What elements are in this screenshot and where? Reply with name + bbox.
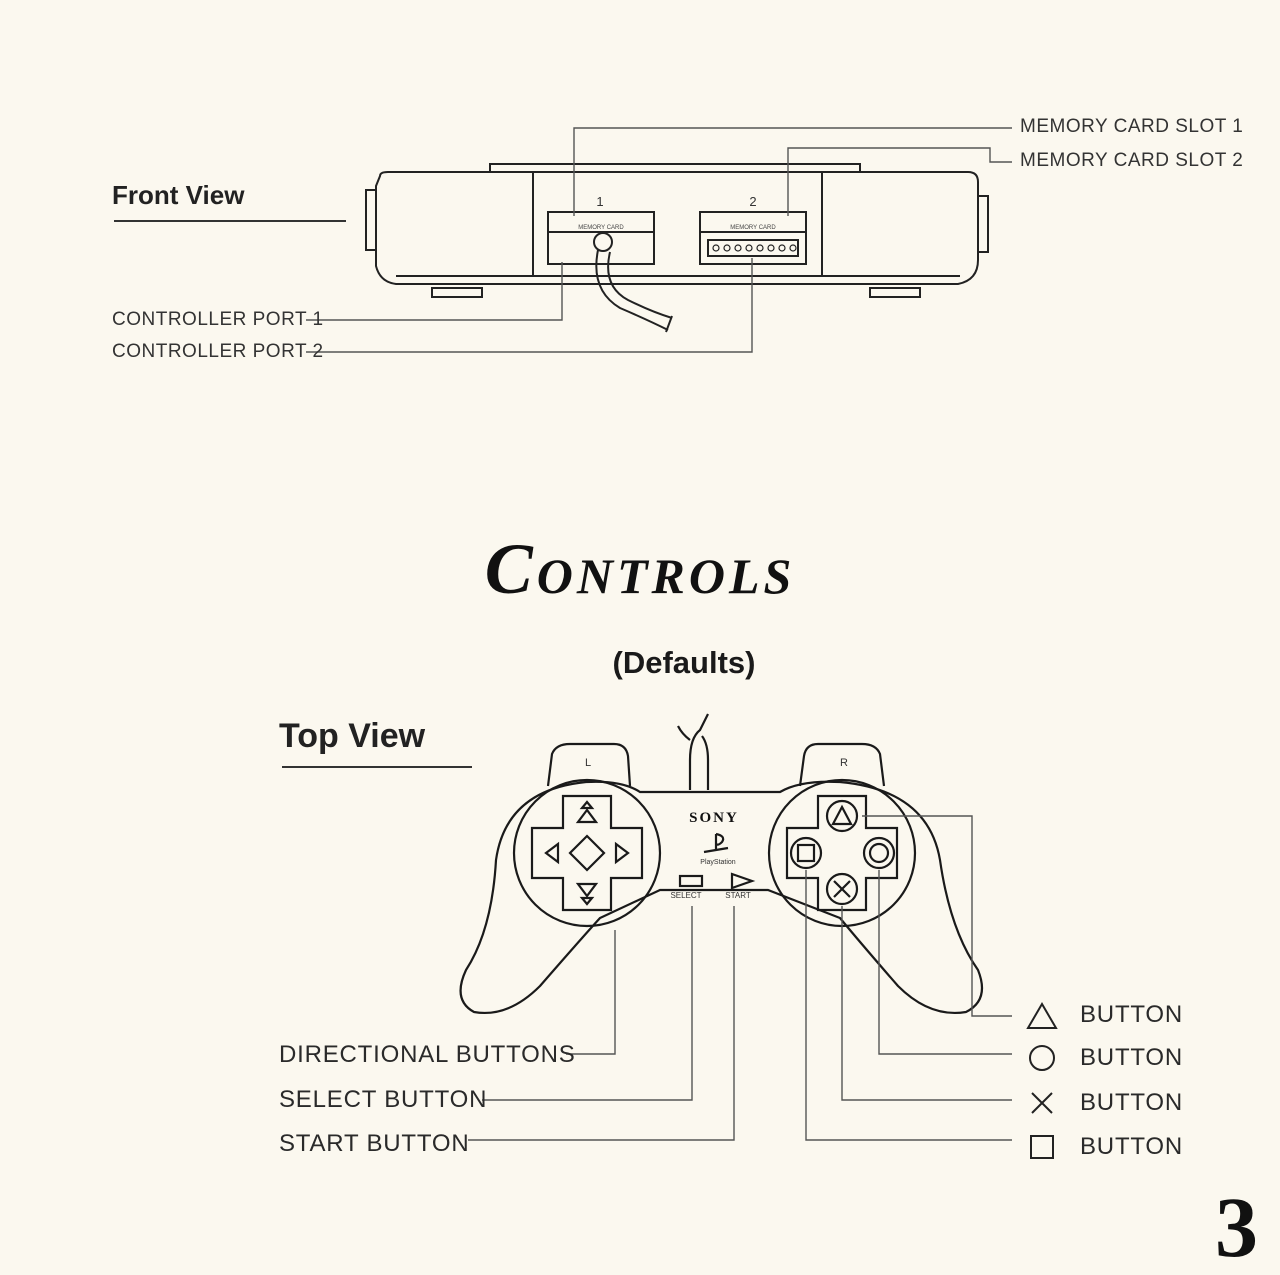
circle-icon — [1029, 1045, 1055, 1071]
cross-icon — [1031, 1092, 1053, 1114]
console-memory-card-tag-1: MEMORY CARD — [578, 225, 624, 231]
start-tag: START — [725, 891, 751, 900]
r-button-label: R — [840, 757, 848, 769]
directional-buttons-label: DIRECTIONAL BUTTONS — [279, 1041, 576, 1068]
controls-subtitle: (Defaults) — [612, 645, 756, 680]
top-view-title: Top View — [279, 717, 426, 755]
square-icon — [1030, 1135, 1054, 1159]
triangle-button-label: BUTTON — [1080, 1001, 1184, 1028]
controller-brand: SONY — [689, 810, 739, 826]
select-button-label: SELECT BUTTON — [279, 1086, 488, 1113]
controls-heading: Controls — [484, 529, 796, 609]
start-button-label: START BUTTON — [279, 1130, 470, 1157]
l-button-label: L — [585, 757, 591, 769]
top-view-title-rule — [282, 766, 472, 768]
square-button-label: BUTTON — [1080, 1133, 1184, 1160]
console-memory-card-tag-2: MEMORY CARD — [730, 225, 776, 231]
controller-logo-text: PlayStation — [700, 859, 736, 866]
front-view-title: Front View — [112, 180, 245, 210]
triangle-icon — [1026, 1002, 1058, 1029]
controller-port-2-label: CONTROLLER PORT 2 — [112, 341, 324, 362]
select-tag: SELECT — [670, 891, 701, 900]
front-view-title-rule — [114, 220, 346, 222]
memory-card-slot-2-label: MEMORY CARD SLOT 2 — [1020, 150, 1244, 171]
memory-card-slot-1-label: MEMORY CARD SLOT 1 — [1020, 116, 1244, 137]
cross-button-label: BUTTON — [1080, 1089, 1184, 1116]
console-port-number-2: 2 — [749, 194, 756, 209]
circle-button-label: BUTTON — [1080, 1044, 1184, 1071]
console-port-number-1: 1 — [596, 194, 603, 209]
controller-port-1-label: CONTROLLER PORT 1 — [112, 309, 324, 330]
page-number: 3 — [1215, 1179, 1258, 1275]
